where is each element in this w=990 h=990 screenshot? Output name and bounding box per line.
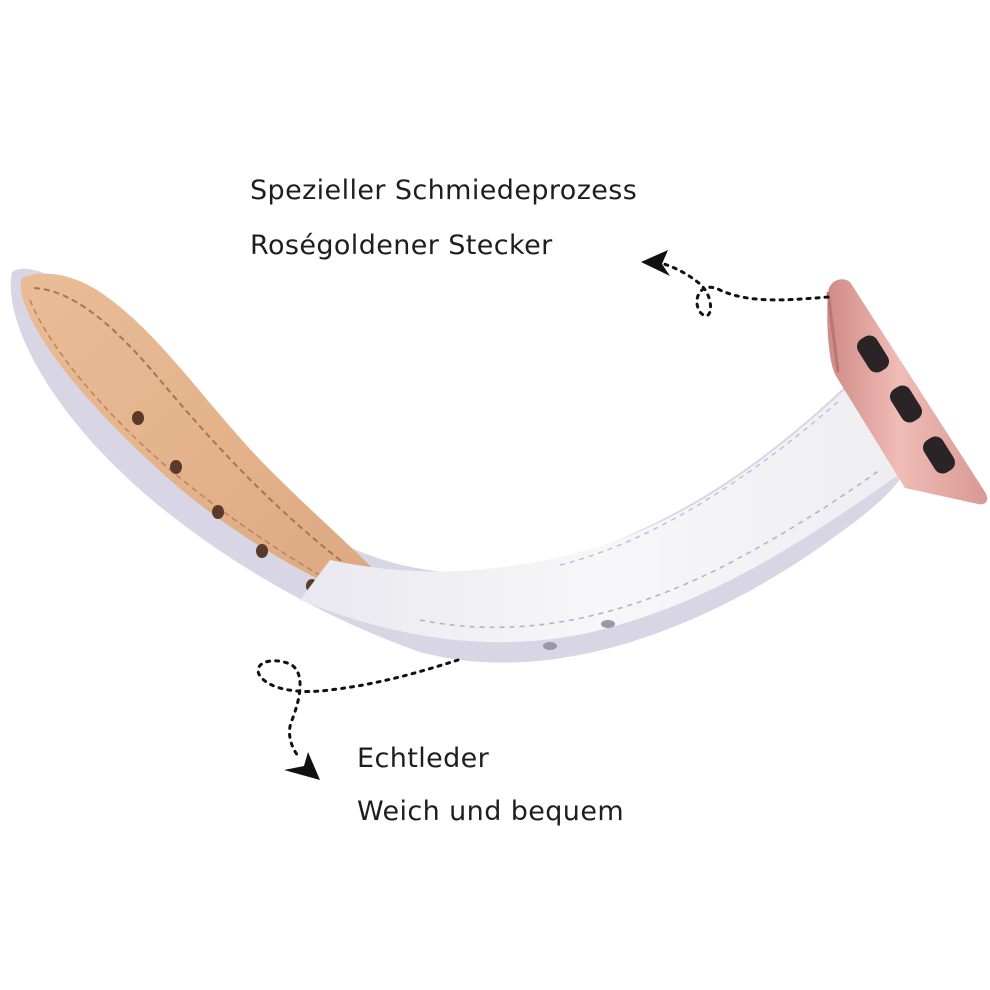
strap-white-face (300, 378, 905, 643)
connector-callout-line-1: Spezieller Schmiedeprozess (250, 175, 638, 206)
connector-callout-line-2: Roségoldener Stecker (250, 230, 553, 261)
strap-white-holes (543, 620, 615, 650)
connector-slots (857, 335, 955, 474)
connector-callout-path (662, 262, 830, 318)
arrow-down-icon (284, 752, 320, 780)
strap-leather-underside (20, 273, 421, 620)
connector-edge (826, 291, 840, 373)
strap-white-stitching-top (559, 399, 841, 566)
strap-white-stitching (419, 469, 881, 629)
leather-callout-line-2: Weich und bequem (357, 796, 625, 827)
arrow-left-icon (641, 250, 670, 276)
leather-callout-line-1: Echtleder (357, 743, 490, 774)
leather-callout-path (256, 658, 460, 758)
